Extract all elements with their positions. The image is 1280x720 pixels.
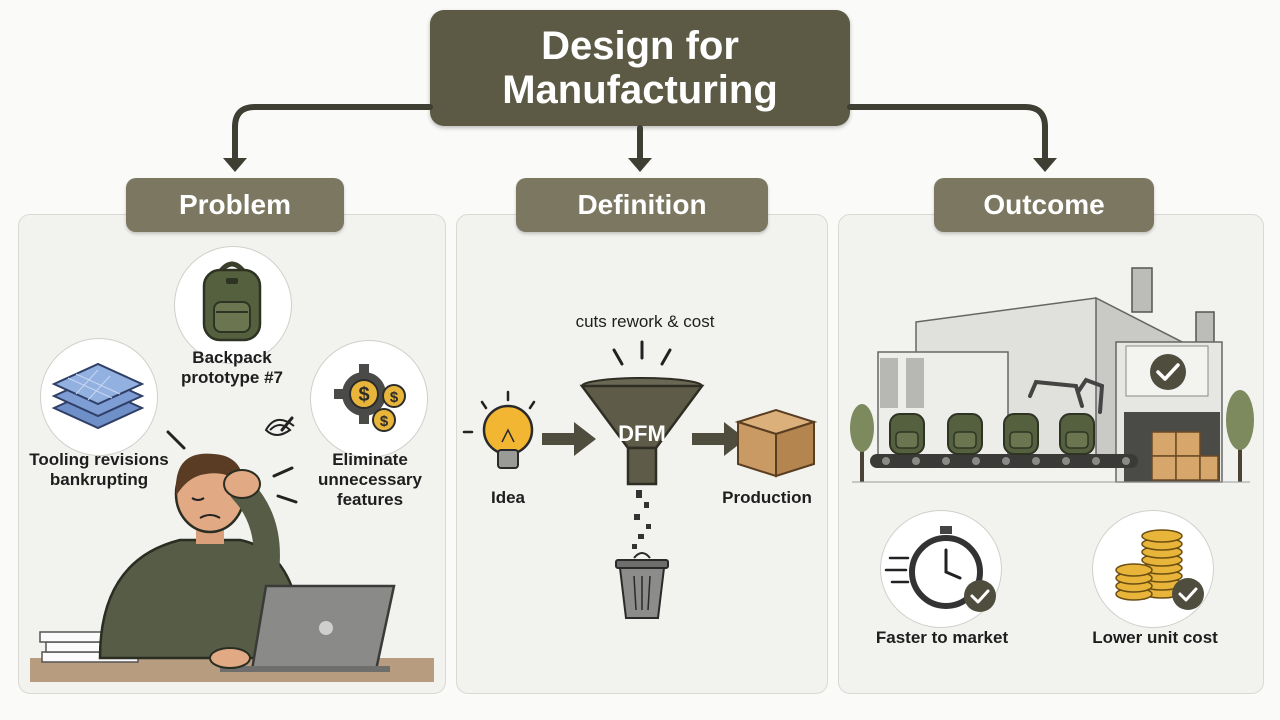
dfm-process-diagram [462, 340, 818, 619]
funnel-icon [579, 377, 705, 486]
features-circle [310, 340, 428, 458]
cardboard-box-icon [734, 408, 818, 478]
scribble-icon [264, 419, 295, 436]
features-caption: Eliminate unnecessary features [318, 450, 422, 509]
trash-can-icon [615, 552, 669, 619]
diagram-title: Design for Manufacturing [502, 24, 778, 112]
svg-text:$: $ [390, 389, 399, 406]
production-caption: Production [722, 488, 812, 507]
backpack-icon [202, 261, 262, 342]
coin-stacks-icon [1115, 529, 1204, 610]
gear-icon: $ [334, 364, 394, 424]
outcome-label: Outcome [934, 178, 1154, 232]
backpack-caption: Backpack prototype #7 [180, 348, 284, 387]
tooling-caption: Tooling revisions bankrupting [29, 450, 169, 489]
rework-caption: cuts rework & cost [575, 312, 715, 331]
definition-label: Definition [516, 178, 768, 232]
blueprint-stack-icon [51, 362, 145, 430]
dfm-funnel-label: DFM [618, 421, 666, 446]
stressed-designer-illustration [30, 416, 434, 682]
title-banner: Design for Manufacturing [430, 10, 850, 126]
svg-text:$: $ [358, 384, 369, 406]
tree-icon [850, 404, 874, 482]
factory-illustration [850, 267, 1254, 483]
arrow-to-problem [232, 104, 433, 165]
problem-label: Problem [126, 178, 344, 232]
lightbulb-icon [462, 390, 536, 469]
arrow-to-outcome [847, 104, 1048, 165]
idea-caption: Idea [490, 488, 526, 507]
cost-caption: Lower unit cost [1092, 628, 1218, 647]
svg-text:$: $ [380, 413, 389, 430]
speed-caption: Faster to market [875, 628, 1009, 647]
tree-icon [1226, 390, 1254, 482]
stopwatch-icon [884, 526, 996, 612]
gear-coins-icon: $ $ $ [334, 364, 406, 432]
